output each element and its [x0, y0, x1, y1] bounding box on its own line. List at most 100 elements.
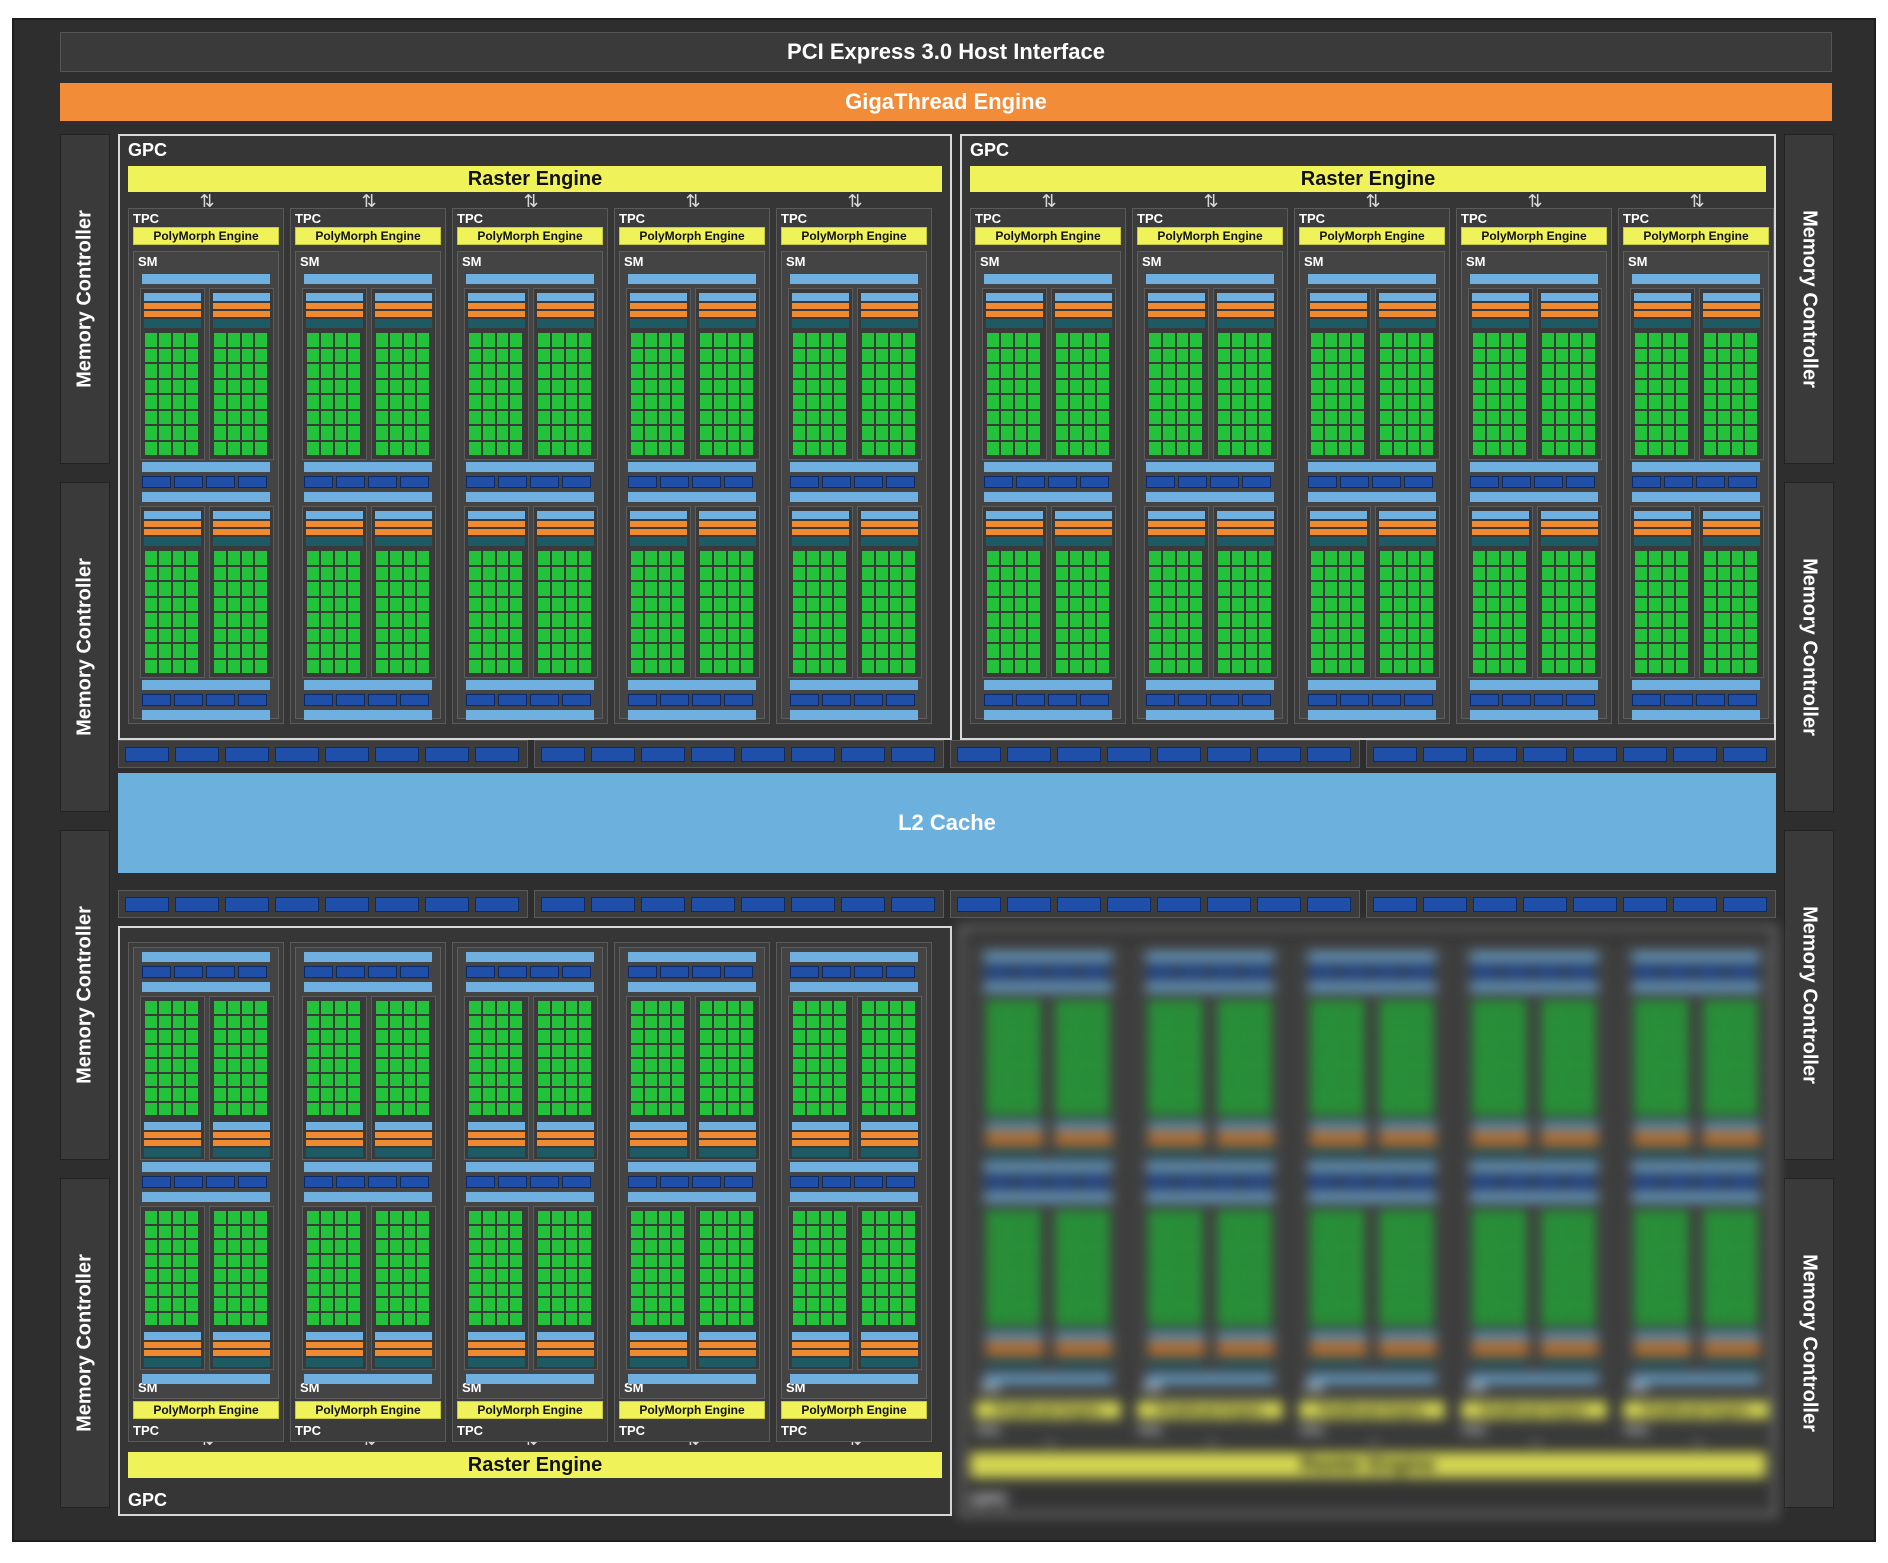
cuda-core [538, 566, 550, 580]
cuda-core [1745, 597, 1757, 611]
cuda-core [1176, 1225, 1189, 1238]
cuda-core [1162, 364, 1175, 378]
memory-controller: Memory Controller [1784, 134, 1834, 464]
cuda-core [1352, 659, 1364, 673]
cuda-core [551, 395, 564, 409]
register-row [628, 694, 756, 706]
cuda-core [713, 613, 726, 627]
cuda-core [158, 628, 171, 642]
cuda-core [987, 410, 999, 424]
cuda-core [1380, 379, 1392, 393]
sm-unit-strip [537, 1332, 594, 1340]
cuda-core [1311, 1211, 1323, 1224]
streaming-multiprocessor: SM [1623, 947, 1769, 1399]
cuda-core [417, 1030, 429, 1043]
cuda-core [214, 1001, 226, 1014]
cuda-core [1662, 1102, 1675, 1115]
cuda-core [320, 1283, 333, 1296]
cuda-core [482, 364, 495, 378]
cuda-core [1028, 659, 1040, 673]
cuda-core [834, 1073, 846, 1086]
register-block [1632, 694, 1661, 706]
cuda-core [1704, 1015, 1716, 1028]
cuda-core [987, 1073, 999, 1086]
cuda-core [1393, 551, 1406, 565]
cuda-core [1407, 1001, 1420, 1014]
register-block [1470, 1176, 1499, 1188]
sm-unit-strip [1472, 1342, 1529, 1348]
cuda-core [1324, 628, 1337, 642]
cuda-core [482, 1225, 495, 1238]
register-block [400, 1176, 429, 1188]
sm-unit-strip [375, 1122, 432, 1130]
cuda-core [172, 1254, 185, 1267]
register-block [336, 1176, 365, 1188]
sm-unit-strip [1310, 1132, 1367, 1138]
cuda-core [1245, 1269, 1258, 1282]
sm-unit-strip [792, 311, 849, 317]
polymorph-engine: PolyMorph Engine [1137, 227, 1283, 245]
cuda-core [1352, 348, 1364, 362]
cuda-core [1069, 1225, 1082, 1238]
register-block [1178, 966, 1207, 978]
cuda-core [1259, 1015, 1271, 1028]
cuda-core [214, 1269, 226, 1282]
cuda-core [889, 426, 902, 440]
register-block [206, 694, 235, 706]
memory-controller: Memory Controller [60, 482, 110, 812]
cuda-core [1583, 410, 1595, 424]
shared-memory-bar [1308, 982, 1436, 992]
cuda-core [1676, 613, 1688, 627]
register-block [1340, 476, 1369, 488]
cuda-core [1662, 644, 1675, 658]
sm-unit-strip [1541, 1132, 1598, 1138]
sm-partition [302, 1206, 367, 1370]
cuda-core [713, 1001, 726, 1014]
cuda-core [565, 1044, 578, 1057]
cuda-core [1380, 1073, 1392, 1086]
cuda-core [145, 644, 157, 658]
cuda-core [214, 1073, 226, 1086]
register-block [466, 694, 495, 706]
cuda-core [1676, 395, 1688, 409]
sm-unit-strip [699, 511, 756, 519]
cuda-core [793, 1298, 805, 1311]
cuda-core [1542, 1240, 1554, 1253]
cuda-core [510, 644, 522, 658]
cuda-core [1731, 1015, 1744, 1028]
cuda-core [389, 659, 402, 673]
sm-unit-strip [986, 293, 1043, 301]
cuda-core [806, 566, 819, 580]
cuda-core [1662, 1240, 1675, 1253]
cuda-core [1555, 597, 1568, 611]
cuda-core [1500, 628, 1513, 642]
cuda-core [376, 1044, 388, 1057]
cuda-core [186, 410, 198, 424]
cuda-core [1542, 379, 1554, 393]
shared-memory-bar [1308, 1162, 1436, 1172]
register-block [1257, 747, 1301, 762]
cuda-core [1028, 1001, 1040, 1014]
register-block [1016, 1176, 1045, 1188]
cuda-core [1245, 597, 1258, 611]
cuda-core [320, 1044, 333, 1057]
sm-unit-strip [792, 1122, 849, 1130]
cuda-core [1662, 582, 1675, 596]
sm-unit-strip [986, 511, 1043, 519]
register-block [1372, 476, 1401, 488]
cuda-core [713, 410, 726, 424]
cuda-core [1028, 628, 1040, 642]
register-block [641, 747, 685, 762]
cuda-core [241, 410, 254, 424]
cuda-core [1393, 1059, 1406, 1072]
sm-partition [1213, 1206, 1278, 1370]
cuda-core [1486, 644, 1499, 658]
cuda-core [1324, 364, 1337, 378]
shared-memory-bar [466, 710, 594, 720]
cuda-core [1583, 1225, 1595, 1238]
shared-memory-bar [1470, 710, 1598, 720]
sm-unit-strip [213, 529, 270, 535]
cuda-core [1176, 1283, 1189, 1296]
cuda-core [727, 1225, 740, 1238]
cuda-core [700, 333, 712, 347]
